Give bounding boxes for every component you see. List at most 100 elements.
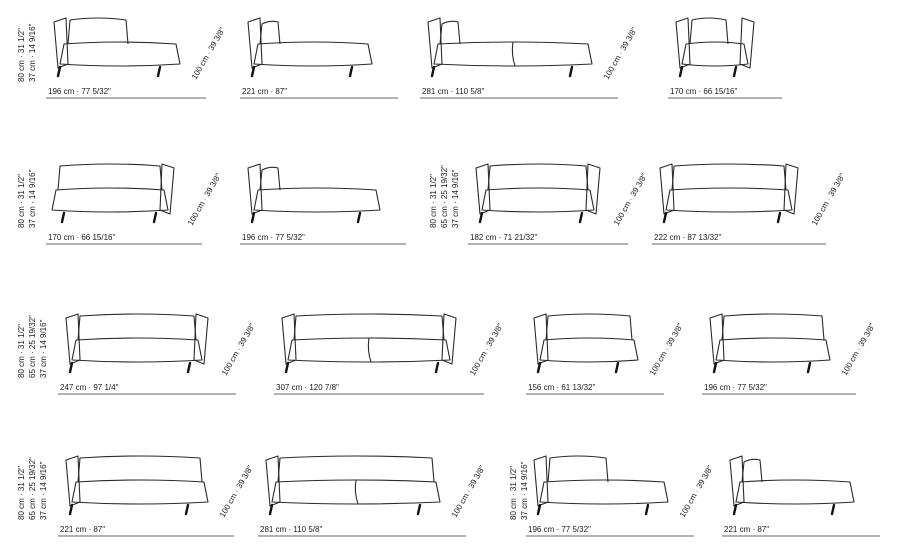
backrest — [277, 455, 435, 483]
left-arm — [265, 455, 281, 507]
width-label: 307 cm · 120 7/8" — [276, 383, 339, 392]
depth-label: 100 cm · 39 3/8" — [840, 322, 877, 377]
sofa-leg — [678, 65, 684, 78]
configuration-row: 80 cm · 31 1/2"65 cm · 25 19/32"37 cm · … — [17, 455, 487, 537]
depth-label: 100 cm · 39 3/8" — [810, 172, 847, 227]
height-label: 37 cm · 14 9/16" — [451, 169, 460, 228]
right-arm — [585, 163, 601, 215]
seat-cushion — [59, 41, 181, 67]
right-arm — [159, 163, 175, 215]
sofa-leg — [578, 211, 584, 224]
width-label: 196 cm · 77 5/32" — [48, 87, 111, 96]
seat-cushion — [253, 41, 373, 67]
backrest — [259, 166, 281, 191]
width-label: 156 cm · 61 13/32" — [528, 383, 595, 392]
backrest — [57, 163, 163, 191]
sofa-configuration: 196 cm · 77 5/32" 100 cm · 39 3/8" — [46, 17, 227, 99]
height-label: 80 cm · 31 1/2" — [509, 466, 518, 520]
sofa-leg — [478, 211, 484, 224]
backrest — [77, 313, 197, 341]
left-arm — [729, 455, 745, 507]
width-label: 247 cm · 97 1/4" — [60, 383, 119, 392]
sofa-leg — [732, 503, 738, 516]
sofa-leg — [806, 361, 812, 374]
backrest — [293, 313, 445, 341]
right-arm — [783, 163, 799, 215]
height-label: 80 cm · 31 1/2" — [17, 28, 26, 82]
sofa-configuration: 281 cm · 110 5/8"100 cm · 39 3/8" — [420, 17, 639, 99]
sofa-leg — [662, 211, 668, 224]
left-arm — [427, 17, 443, 69]
width-label: 281 cm · 110 5/8" — [260, 525, 322, 534]
width-label: 196 cm · 77 5/32" — [704, 383, 767, 392]
height-label: 80 cm · 31 1/2" — [17, 324, 26, 378]
seat-cushion — [681, 41, 749, 67]
left-arm — [533, 313, 549, 365]
left-arm — [475, 163, 491, 215]
sofa-leg — [416, 503, 422, 516]
seat-cushion — [253, 187, 381, 213]
sofa-leg — [434, 361, 440, 374]
left-arm — [659, 163, 675, 215]
seat-cushion — [51, 187, 169, 213]
sofa-leg — [156, 65, 162, 78]
depth-label: 100 cm · 39 3/8" — [602, 26, 639, 81]
sofa-leg — [536, 503, 542, 516]
left-arm — [281, 313, 297, 365]
sofa-leg — [732, 65, 738, 78]
sofa-leg — [60, 211, 66, 224]
sofa-leg — [250, 211, 256, 224]
sofa-leg — [186, 361, 192, 374]
width-label: 221 cm · 87" — [60, 525, 105, 534]
depth-label: 100 cm · 39 3/8" — [190, 26, 227, 81]
height-label: 37 cm · 14 9/16" — [520, 461, 529, 520]
width-label: 221 cm · 87" — [242, 87, 287, 96]
backrest — [547, 455, 609, 483]
width-label: 196 cm · 77 5/32" — [242, 233, 305, 242]
sofa-configuration: 247 cm · 97 1/4"100 cm · 39 3/8" — [58, 313, 257, 395]
backrest — [487, 163, 589, 191]
sofa-leg — [184, 503, 190, 516]
width-label: 222 cm · 87 13/32" — [654, 233, 721, 242]
sofa-leg — [712, 361, 718, 374]
sofa-configuration: 156 cm · 61 13/32"100 cm · 39 3/8" — [526, 313, 685, 395]
seat-divider — [367, 337, 372, 363]
seat-cushion — [539, 337, 639, 363]
seat-cushion — [735, 479, 855, 505]
left-arm — [247, 163, 263, 215]
height-label: 37 cm · 14 9/16" — [28, 23, 37, 82]
seat-cushion — [665, 187, 793, 213]
seat-cushion — [539, 479, 669, 505]
left-arm — [675, 17, 691, 69]
sofa-configuration: 281 cm · 110 5/8"100 cm · 39 3/8" — [258, 455, 487, 537]
sofa-configuration: 221 cm · 87"100 cm · 39 3/8" — [58, 455, 255, 537]
left-arm — [247, 17, 263, 69]
seat-cushion — [71, 479, 209, 505]
sofa-leg — [152, 211, 158, 224]
sofa-leg — [614, 361, 620, 374]
sofa-leg — [644, 503, 650, 516]
backrest — [439, 20, 461, 45]
sofa-leg — [776, 211, 782, 224]
depth-label: 100 cm · 39 3/8" — [612, 172, 649, 227]
depth-label: 100 cm · 39 3/8" — [468, 322, 505, 377]
seat-cushion — [287, 337, 451, 363]
sofa-configuration: 221 cm · 87" — [240, 17, 398, 99]
right-arm — [193, 313, 209, 365]
seat-cushion — [433, 41, 593, 67]
right-arm — [739, 17, 755, 69]
sofa-configuration: 196 cm · 77 5/32"100 cm · 39 3/8" — [526, 455, 715, 537]
sofa-configuration: 170 cm · 66 15/16" — [668, 17, 782, 99]
height-label: 80 cm · 31 1/2" — [17, 174, 26, 228]
depth-label: 100 cm · 39 3/8" — [678, 464, 715, 519]
configuration-row: 80 cm · 31 1/2"37 cm · 14 9/16"196 cm · … — [509, 455, 880, 537]
configuration-row: 80 cm · 31 1/2"65 cm · 25 19/32"37 cm · … — [429, 163, 847, 245]
backrest — [259, 20, 281, 45]
left-arm — [65, 313, 81, 365]
sofa-leg — [68, 361, 74, 374]
right-arm — [441, 313, 457, 365]
backrest — [67, 17, 129, 45]
sofa-configuration: 196 cm · 77 5/32" — [240, 163, 406, 245]
height-label: 80 cm · 31 1/2" — [429, 174, 438, 228]
sofa-leg — [568, 65, 574, 78]
